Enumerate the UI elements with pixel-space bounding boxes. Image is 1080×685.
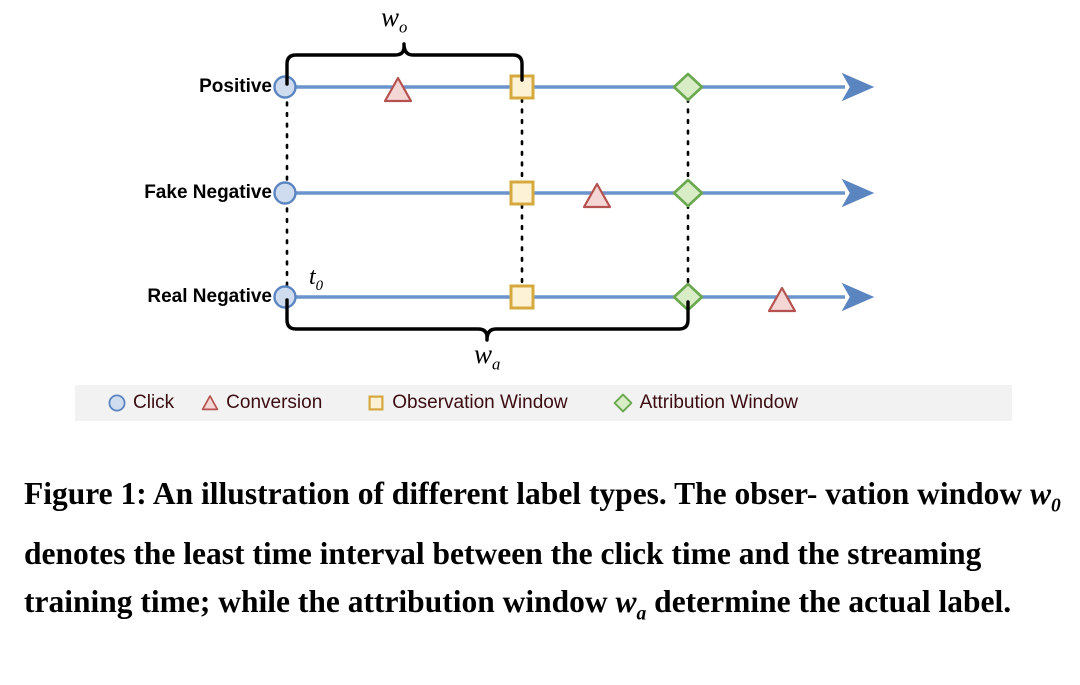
- observation-window-label: wo: [381, 2, 408, 37]
- caption-math-wa: wa: [615, 584, 647, 625]
- click-time-label: t0: [309, 264, 324, 294]
- figure-caption: Figure 1: An illustration of different l…: [24, 470, 1070, 639]
- circle-marker-icon: [273, 285, 297, 309]
- legend-label-click: Click: [133, 392, 175, 413]
- caption-line-2b: denotes the least time interval between: [24, 536, 543, 572]
- legend-item-click: Click: [107, 392, 174, 414]
- legend-label-observation-window: Observation Window: [392, 392, 568, 413]
- caption-line-4b: determine the actual label.: [646, 584, 1012, 620]
- legend-item-observation-window: Observation Window: [366, 392, 568, 414]
- square-marker-icon: [368, 395, 384, 411]
- triangle-marker-icon: [383, 76, 413, 103]
- timeline-row-real-negative: [273, 282, 875, 313]
- triangle-marker-icon: [582, 182, 612, 209]
- circle-marker-icon: [273, 75, 297, 99]
- legend-label-conversion: Conversion: [226, 392, 323, 413]
- attribution-window-label: wa: [474, 339, 501, 374]
- diamond-marker-icon: [613, 393, 632, 413]
- caption-line-2a: vation window: [825, 476, 1030, 511]
- legend-item-conversion: Conversion: [200, 392, 322, 414]
- triangle-marker-icon: [767, 286, 797, 313]
- diamond-marker-icon: [672, 72, 704, 102]
- legend: Click Conversion Observation Window Attr…: [75, 385, 1012, 421]
- observation-window-brace: [285, 42, 524, 86]
- label-types-diagram: [273, 42, 875, 342]
- attribution-window-brace: [285, 298, 690, 342]
- row-label-positive: Positive: [199, 76, 272, 97]
- legend-label-attribution-window: Attribution Window: [639, 392, 798, 413]
- circle-marker-icon: [108, 394, 126, 412]
- square-marker-icon: [509, 284, 535, 310]
- caption-math-w0: w0: [1030, 476, 1061, 517]
- guide-lines: [285, 90, 690, 294]
- caption-line-1: Figure 1: An illustration of different l…: [24, 476, 818, 511]
- legend-item-attribution-window: Attribution Window: [612, 392, 798, 414]
- caption-line-4a: attribution window: [347, 584, 616, 620]
- timeline-row-positive: [273, 72, 875, 103]
- diamond-marker-icon: [672, 178, 704, 208]
- row-label-real-negative: Real Negative: [147, 286, 272, 307]
- timeline-row-fake-negative: [273, 178, 875, 209]
- row-label-fake-negative: Fake Negative: [144, 182, 272, 203]
- circle-marker-icon: [273, 181, 297, 205]
- caption-line-3: the click time and the streaming trainin…: [24, 536, 982, 620]
- triangle-marker-icon: [201, 395, 219, 411]
- square-marker-icon: [509, 180, 535, 206]
